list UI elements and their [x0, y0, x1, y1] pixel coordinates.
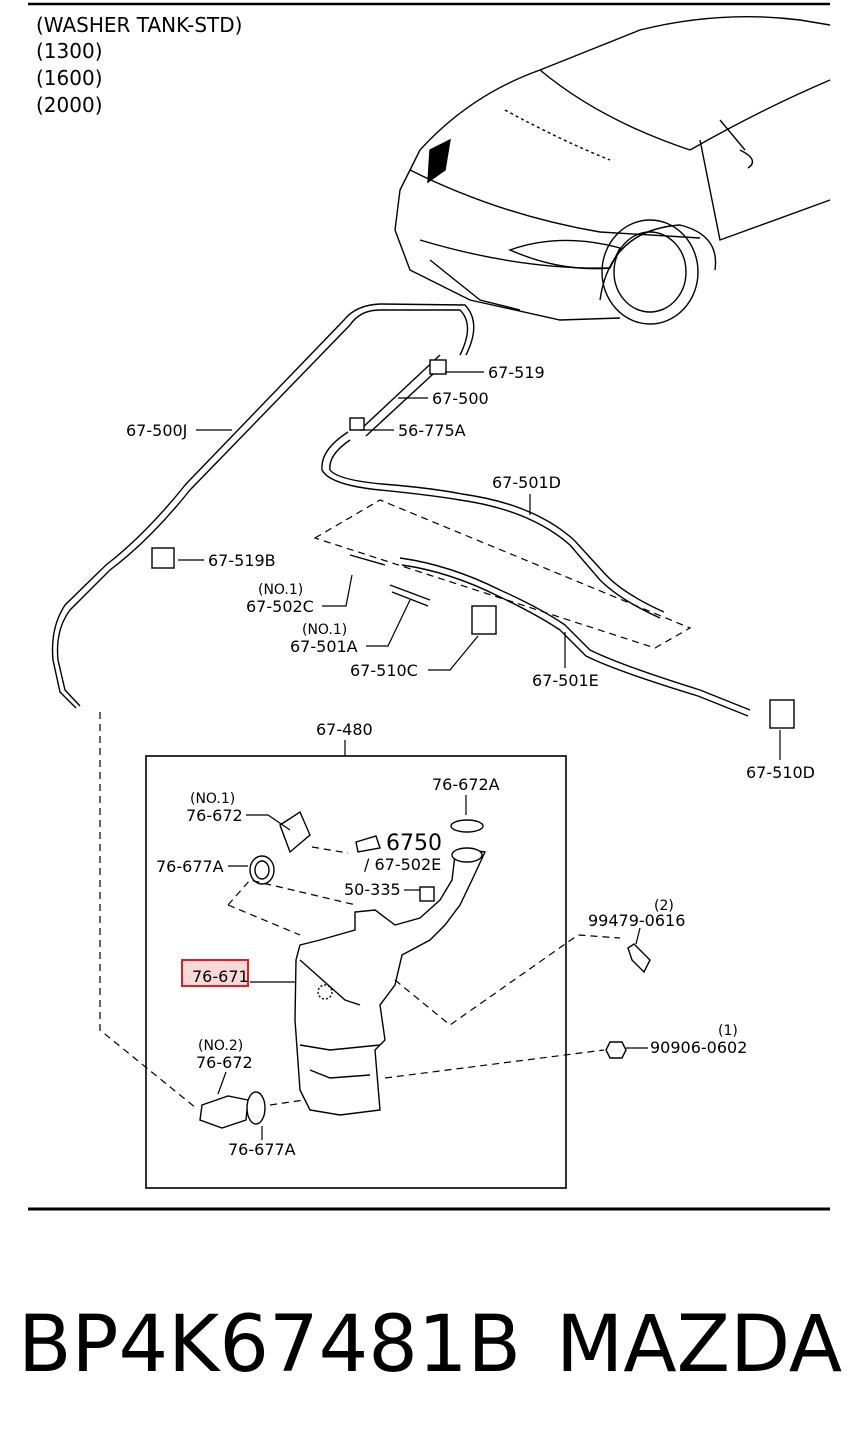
label-56-775a: 56-775A — [398, 421, 466, 440]
label-67-501a: 67-501A — [290, 637, 358, 656]
washer-tank — [294, 847, 487, 1116]
label-67-519: 67-519 — [488, 363, 545, 382]
label-76-672a: 76-672A — [432, 775, 500, 794]
leader-lines-top — [178, 371, 781, 760]
label-67-500: 67-500 — [432, 389, 489, 408]
highlight-box — [181, 959, 249, 987]
label-90906-0602: 90906-0602 — [650, 1038, 747, 1057]
label-67-510d: 67-510D — [746, 763, 815, 782]
label-76-677a-upper: 76-677A — [156, 857, 224, 876]
brand-name: MAZDA — [556, 1300, 843, 1390]
label-50-335: 50-335 — [344, 880, 401, 899]
label-76-672-no1: 76-672 — [186, 806, 243, 825]
label-no1-b: (NO.1) — [302, 622, 347, 638]
label-99479-0616: 99479-0616 — [588, 911, 685, 930]
car-illustration — [394, 15, 831, 325]
label-67-519b: 67-519B — [208, 551, 276, 570]
hose-lines — [51, 303, 751, 717]
part-number: BP4K67481B — [18, 1300, 521, 1390]
label-67-500j: 67-500J — [126, 421, 187, 440]
variant-1300: (1300) — [36, 39, 103, 63]
footer: BP4K67481B MAZDA — [0, 1290, 864, 1400]
label-qty-1: (1) — [718, 1023, 738, 1039]
label-67-501d: 67-501D — [492, 473, 561, 492]
variant-2000: (2000) — [36, 93, 103, 117]
tank-assembly-box — [145, 755, 567, 1189]
label-67-502c: 67-502C — [246, 597, 314, 616]
label-qty-2: (2) — [654, 898, 674, 914]
label-ref-6750: 6750 — [386, 831, 442, 856]
label-76-677a-lower: 76-677A — [228, 1140, 296, 1159]
nozzle-group-outline — [313, 499, 692, 649]
variant-1600: (1600) — [36, 66, 103, 90]
label-67-502e: / 67-502E — [364, 855, 441, 874]
label-67-480: 67-480 — [316, 720, 373, 739]
label-76-672-no2: 76-672 — [196, 1053, 253, 1072]
label-no2: (NO.2) — [198, 1038, 243, 1054]
label-no1-c: (NO.1) — [190, 791, 235, 807]
label-67-510c: 67-510C — [350, 661, 418, 680]
diagram-title: (WASHER TANK-STD) — [36, 13, 242, 37]
label-no1-a: (NO.1) — [258, 582, 303, 598]
dashed-guides — [99, 712, 621, 1109]
label-67-501e: 67-501E — [532, 671, 599, 690]
leader-lines-tank — [217, 795, 648, 1140]
label-76-671: 76-671 — [192, 967, 249, 986]
connector-glyphs — [151, 359, 795, 729]
pump-glyphs — [199, 810, 651, 1129]
